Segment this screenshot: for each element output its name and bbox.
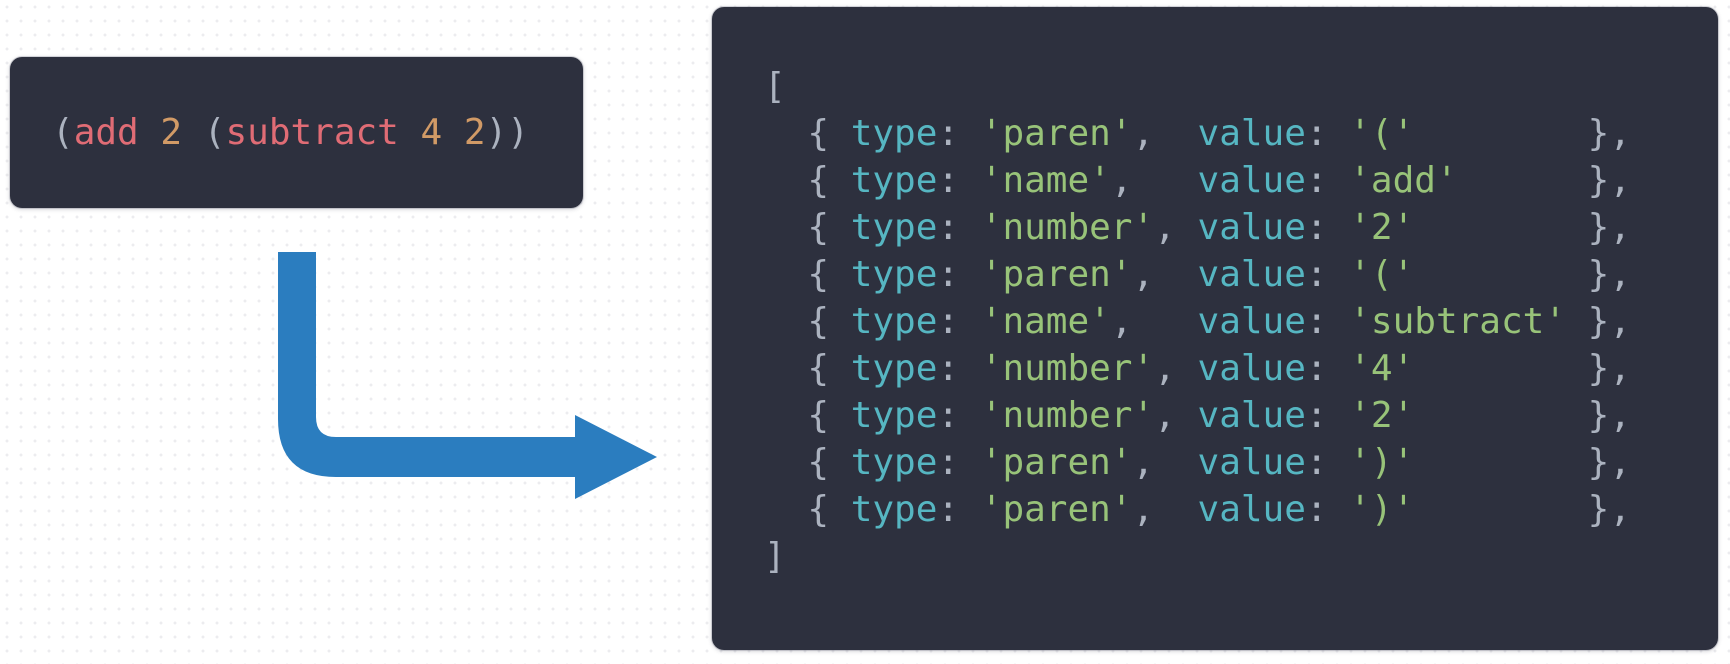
arrow-shape [278, 252, 657, 499]
tokens-array-panel: [ { type: 'paren', value: '(' }, { type:… [712, 7, 1718, 650]
elbow-arrow-right-icon [278, 252, 657, 499]
tokens-array-code: [ { type: 'paren', value: '(' }, { type:… [764, 66, 1632, 577]
source-code: (add 2 (subtract 4 2)) [52, 111, 529, 153]
source-code-panel: (add 2 (subtract 4 2)) [10, 57, 583, 208]
